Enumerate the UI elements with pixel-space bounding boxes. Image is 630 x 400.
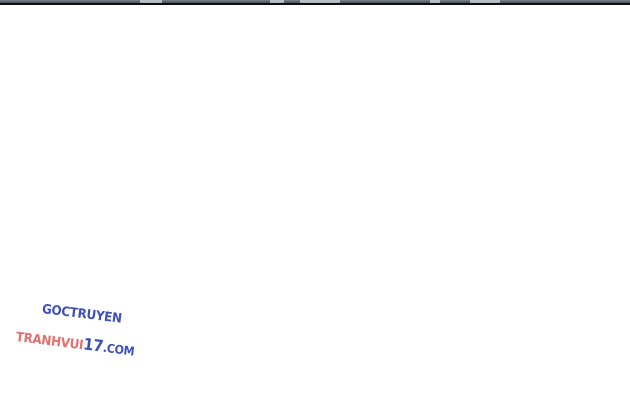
panel-highlight — [470, 0, 500, 4]
watermark-tranhvui: TRANHVUI — [14, 330, 85, 354]
panel-highlight — [270, 0, 284, 4]
panel-highlight — [140, 0, 162, 4]
site-watermark: GOCTRUYEN TRANHVUI17.COM — [14, 296, 154, 376]
panel-highlight — [300, 0, 340, 4]
watermark-line-1: GOCTRUYEN — [41, 302, 123, 327]
watermark-line-2: TRANHVUI17.COM — [15, 326, 136, 359]
previous-panel-edge — [0, 0, 630, 5]
panel-highlight — [430, 0, 440, 4]
watermark-domain: .COM — [102, 340, 136, 359]
panel-border — [0, 3, 630, 5]
blank-page-area — [0, 5, 630, 400]
